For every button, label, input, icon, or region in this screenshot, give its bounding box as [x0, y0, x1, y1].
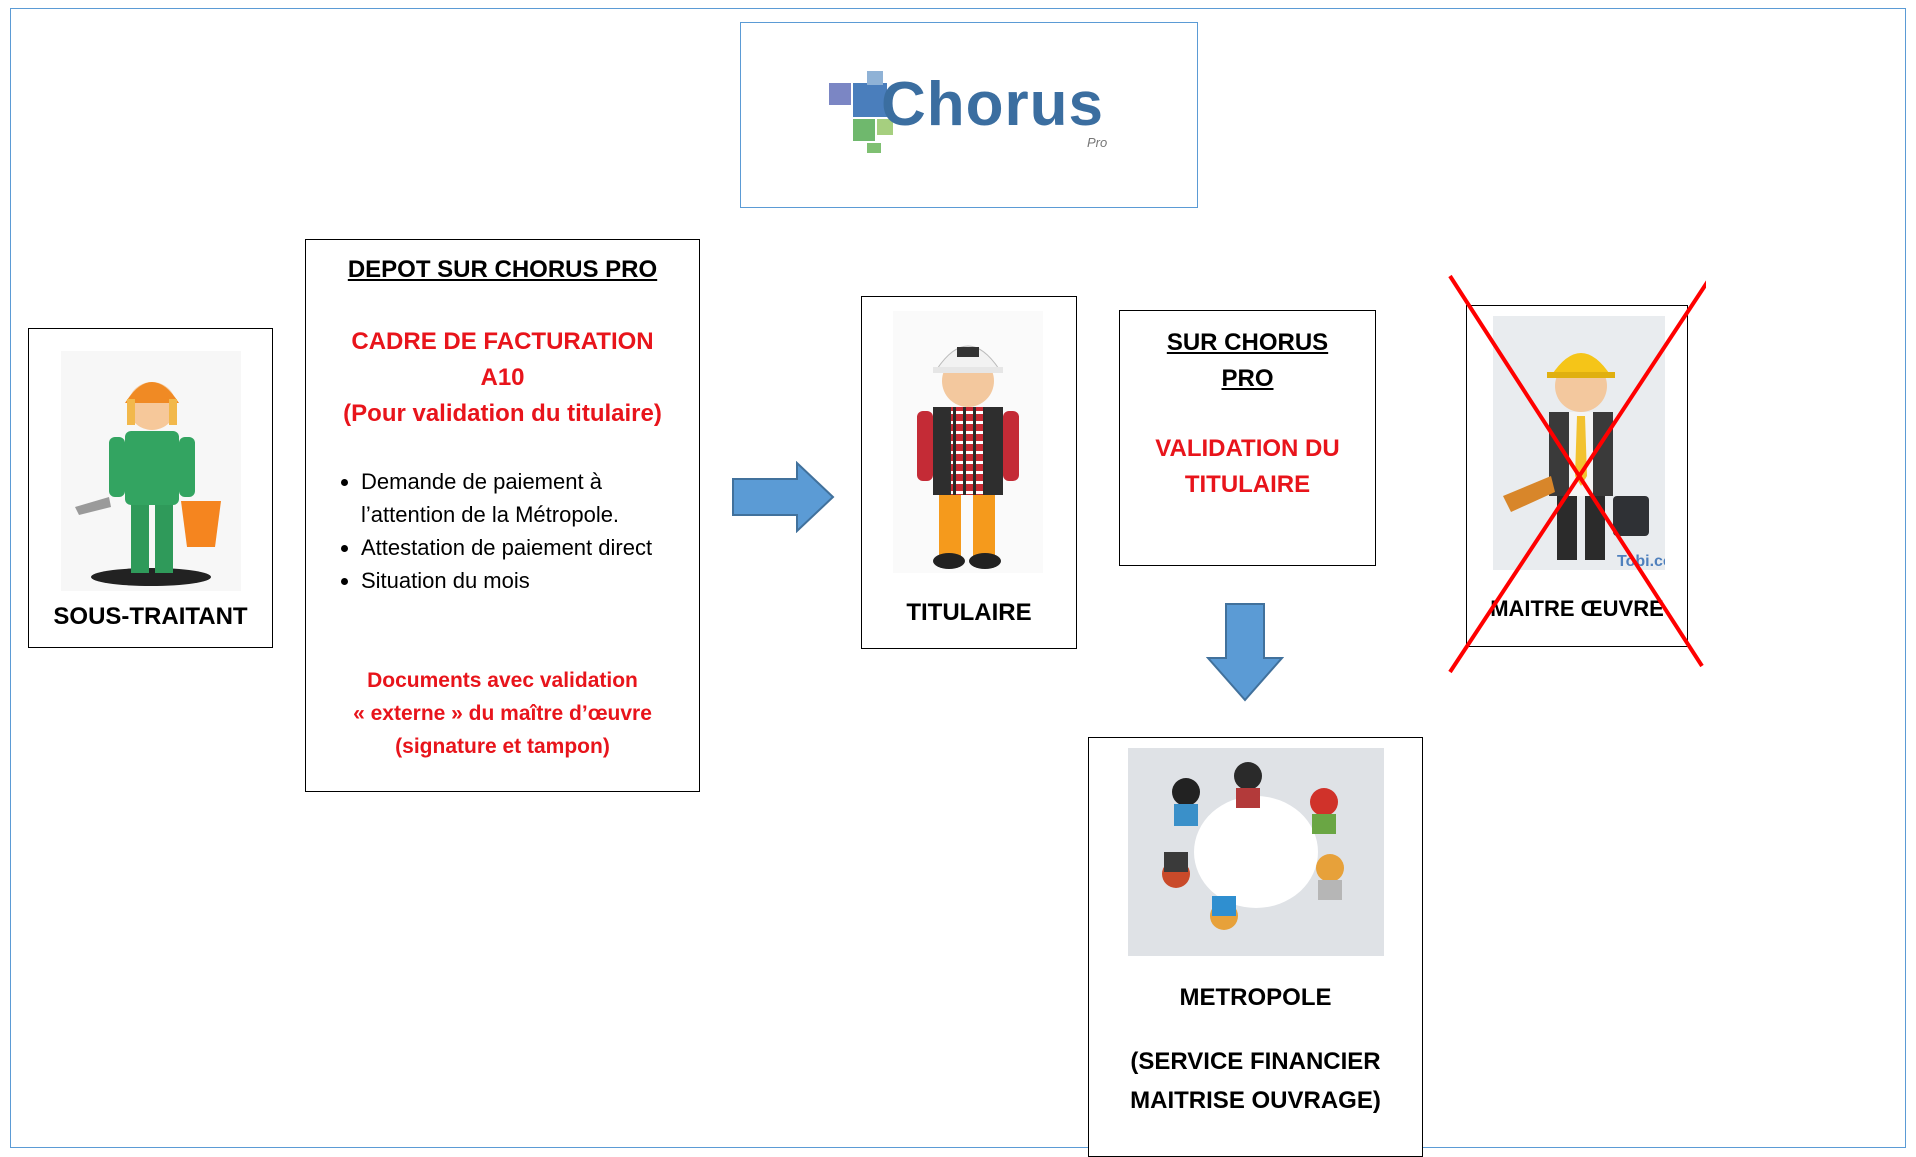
chorus-logo-icon [829, 71, 893, 153]
metropole-label: METROPOLE [1179, 984, 1332, 1011]
validation-titulaire-text: VALIDATION DU TITULAIRE [1120, 431, 1375, 503]
depot-title: DEPOT SUR CHORUS PRO [347, 256, 658, 283]
validation-note: Documents avec validation « externe » du… [306, 664, 699, 763]
titulaire-box: TITULAIRE [861, 296, 1077, 649]
chorus-pro-logo-box: Chorus Pro [740, 22, 1198, 208]
list-item: Situation du mois [361, 564, 681, 597]
right-arrow-icon [732, 461, 835, 533]
metropole-sub-line-1: (SERVICE FINANCIER [1130, 1048, 1381, 1075]
logo-sub-text: Pro [1087, 135, 1108, 150]
metropole-sub-line-2: MAITRISE OUVRAGE) [1130, 1087, 1381, 1114]
document-list: Demande de paiement à l’attention de la … [306, 465, 681, 597]
metropole-box: METROPOLE (SERVICE FINANCIER MAITRISE OU… [1088, 737, 1423, 1157]
cadre-line-1: CADRE DE FACTURATION [351, 328, 654, 355]
sur-chorus-line-1: SUR CHORUS [1166, 329, 1329, 356]
titulaire-label: TITULAIRE [906, 599, 1032, 626]
sous-traitant-label: SOUS-TRAITANT [53, 603, 248, 630]
maitre-oeuvre-figure-icon: Tobi.co [1493, 316, 1665, 570]
sur-chorus-box: SUR CHORUS PRO VALIDATION DU TITULAIRE [1119, 310, 1376, 566]
validation-line-2: TITULAIRE [1184, 471, 1311, 498]
cadre-line-2: A10 [480, 364, 525, 391]
sous-traitant-figure-icon [61, 351, 241, 591]
titulaire-figure-icon [893, 311, 1043, 573]
depot-box: DEPOT SUR CHORUS PRO CADRE DE FACTURATIO… [305, 239, 700, 792]
maitre-oeuvre-label: MAITRE ŒUVRE [1490, 596, 1664, 621]
sous-traitant-box: SOUS-TRAITANT [28, 328, 273, 648]
cadre-facturation-text: CADRE DE FACTURATION A10 (Pour validatio… [306, 324, 699, 432]
down-arrow-icon [1206, 603, 1284, 702]
validation-line-1: VALIDATION DU [1155, 435, 1340, 462]
cadre-line-3: (Pour validation du titulaire) [343, 400, 662, 427]
note-line-1: Documents avec validation [367, 669, 638, 692]
list-item: Attestation de paiement direct [361, 531, 681, 564]
watermark-text: Tobi.co [1617, 553, 1665, 570]
logo-brand-text: Chorus [881, 70, 1104, 139]
sur-chorus-line-2: PRO [1221, 365, 1274, 392]
metropole-meeting-icon [1128, 748, 1384, 956]
sur-chorus-title: SUR CHORUS PRO [1120, 325, 1375, 397]
metropole-subtitle: (SERVICE FINANCIER MAITRISE OUVRAGE) [1089, 1042, 1422, 1120]
note-line-2: « externe » du maître d’œuvre [353, 702, 652, 725]
note-line-3: (signature et tampon) [395, 735, 610, 758]
list-item: Demande de paiement à l’attention de la … [361, 465, 681, 531]
cross-out-icon [1448, 274, 1706, 674]
